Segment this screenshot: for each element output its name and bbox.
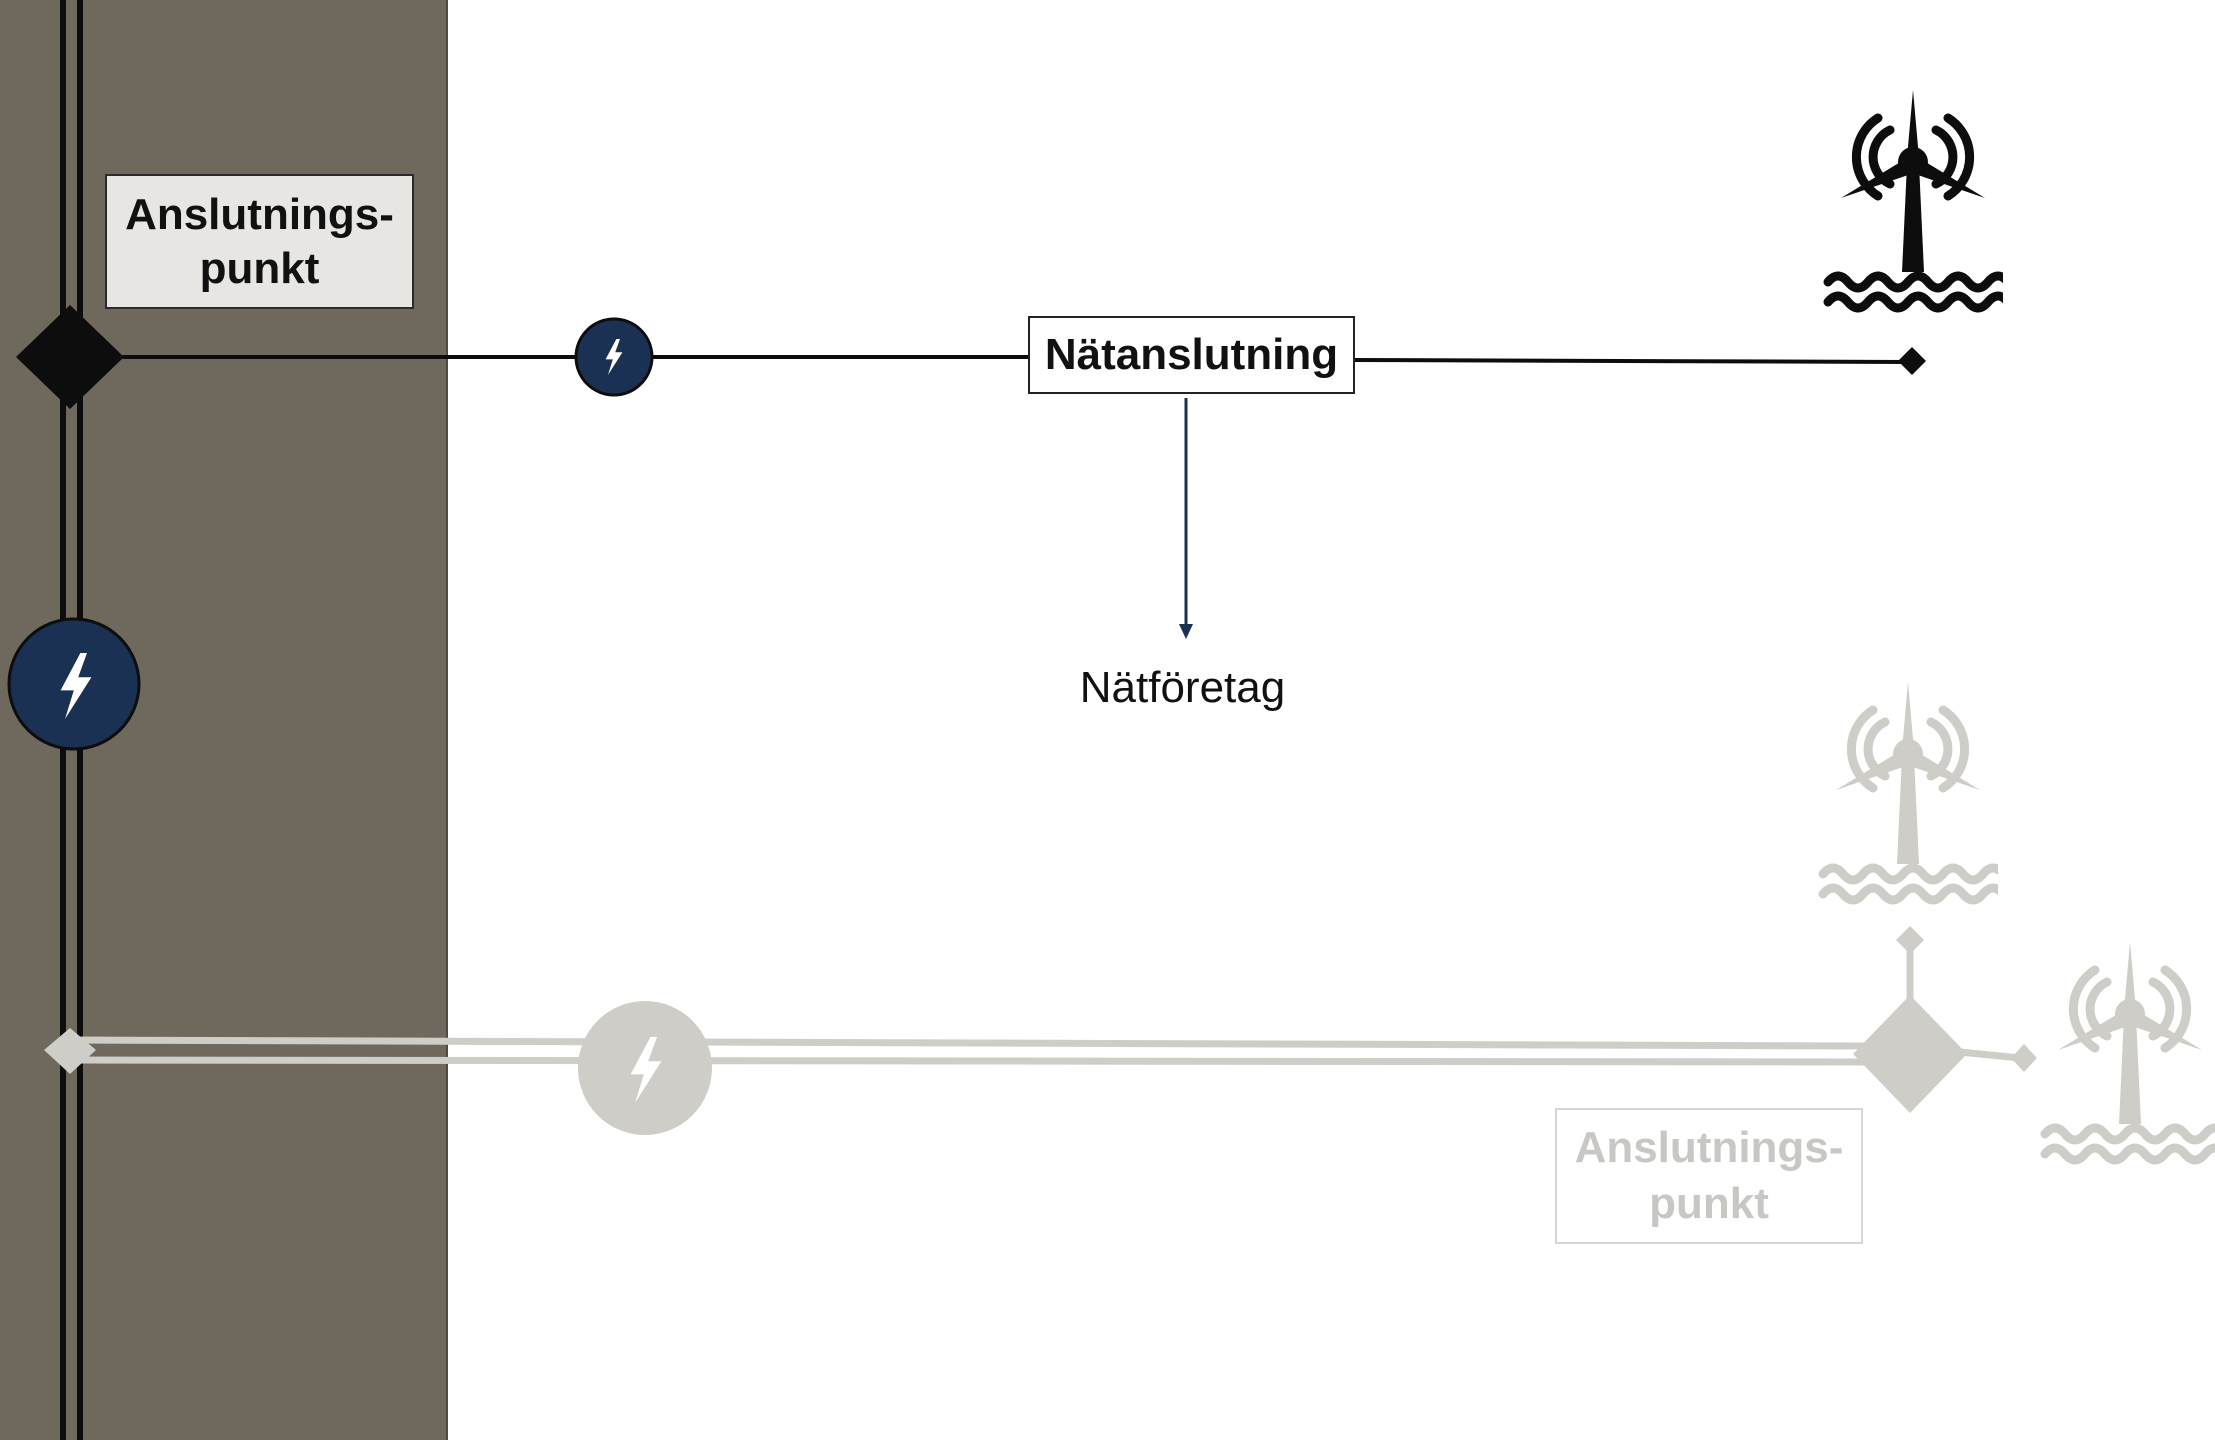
faded-connection bbox=[44, 682, 2215, 1160]
natforetag-text: Nätföretag bbox=[1079, 663, 1286, 712]
natanslutning-text: Nätanslutning bbox=[1044, 330, 1339, 379]
faded-anslutningspunkt-label: Anslutnings- punkt bbox=[1555, 1108, 1863, 1244]
natforetag-label: Nätföretag bbox=[1040, 658, 1325, 718]
arrow-to-natforetag bbox=[1179, 398, 1193, 639]
lightning-node-large bbox=[7, 617, 141, 751]
faded-wind-turbine-icon bbox=[2045, 942, 2215, 1160]
faded-hub-diamond bbox=[1853, 995, 1967, 1113]
faded-anslutningspunkt-line2: punkt bbox=[1649, 1179, 1769, 1228]
faded-connection-point-diamond bbox=[44, 1028, 96, 1074]
turbine-end-diamond bbox=[1898, 347, 1926, 375]
lightning-node-small bbox=[574, 317, 654, 397]
anslutningspunkt-line2: punkt bbox=[199, 243, 320, 293]
anslutningspunkt-label: Anslutnings- punkt bbox=[105, 174, 414, 309]
faded-anslutningspunkt-line1: Anslutnings- bbox=[1574, 1123, 1844, 1172]
anslutningspunkt-line1: Anslutnings- bbox=[125, 189, 394, 239]
connection-point-diamond bbox=[16, 305, 124, 409]
faded-wind-turbine-icon bbox=[1823, 682, 2003, 900]
natanslutning-label: Nätanslutning bbox=[1028, 316, 1355, 394]
offshore-wind-turbine-icon bbox=[1828, 90, 2008, 308]
